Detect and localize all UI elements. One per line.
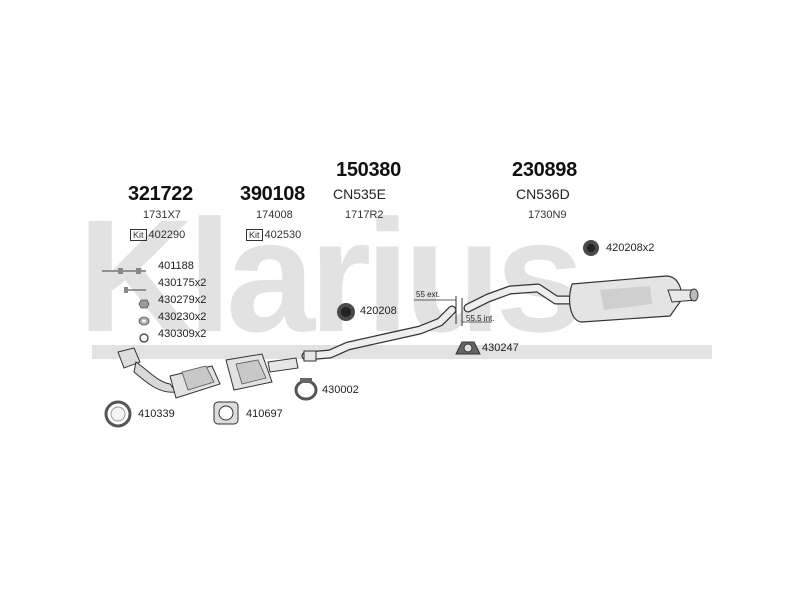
part-code: CN536D <box>516 186 570 202</box>
kit-number-value: 402290 <box>148 229 186 241</box>
hardware-label: 430279x2 <box>158 294 207 306</box>
callout-clamp: 430002 <box>322 384 359 396</box>
kit-tag: Kit <box>246 229 263 241</box>
hardware-label: 430175x2 <box>158 277 207 289</box>
ref-code: 174008 <box>256 209 293 221</box>
hardware-label: 430309x2 <box>158 328 207 340</box>
diesel-particulate-filter <box>225 353 299 391</box>
callout-gasket-round: 410339 <box>138 408 175 420</box>
bolt-nut-icon <box>100 262 150 274</box>
rubber-hanger <box>337 303 355 321</box>
dimension-marker <box>414 296 492 326</box>
part-number-230898: 230898 <box>512 159 577 181</box>
hardware-list: 401188 430175x2 430279x2 430230x2 430309… <box>98 258 238 348</box>
part-number-390108: 390108 <box>240 183 305 205</box>
dimension-ext: 55 ext. <box>416 290 441 299</box>
washer-icon <box>138 313 150 326</box>
part-code: CN535E <box>333 186 386 202</box>
callout-hanger-top: 420208x2 <box>606 242 655 254</box>
pipe-clamp <box>294 378 318 401</box>
mounting-bracket <box>455 341 481 355</box>
ref-code: 1717R2 <box>345 209 384 221</box>
kit-number-value: 402530 <box>264 229 302 241</box>
middle-pipe <box>301 305 457 362</box>
dimension-int: 55.5 int. <box>466 314 495 323</box>
rear-silencer-assembly <box>463 275 699 323</box>
hardware-label: 430230x2 <box>158 311 207 323</box>
callout-gasket-square: 410697 <box>246 408 283 420</box>
callout-hanger-mid: 420208 <box>360 305 397 317</box>
callout-mount: 430247 <box>482 342 519 354</box>
clamp-icon <box>138 330 150 343</box>
part-number-150380: 150380 <box>336 159 401 181</box>
kit-tag: Kit <box>130 229 147 241</box>
rubber-hanger <box>583 240 599 256</box>
ref-code: 1731X7 <box>143 209 181 221</box>
ref-code: 1730N9 <box>528 209 567 221</box>
watermark: Klarius <box>78 186 584 365</box>
part-number-321722: 321722 <box>128 183 193 205</box>
square-gasket <box>213 401 239 425</box>
nut-icon <box>138 296 150 309</box>
bolt-icon <box>124 280 148 293</box>
round-gasket <box>104 400 132 428</box>
hardware-label: 401188 <box>158 260 194 272</box>
watermark-underline <box>92 345 712 359</box>
front-catalyst <box>117 347 221 399</box>
